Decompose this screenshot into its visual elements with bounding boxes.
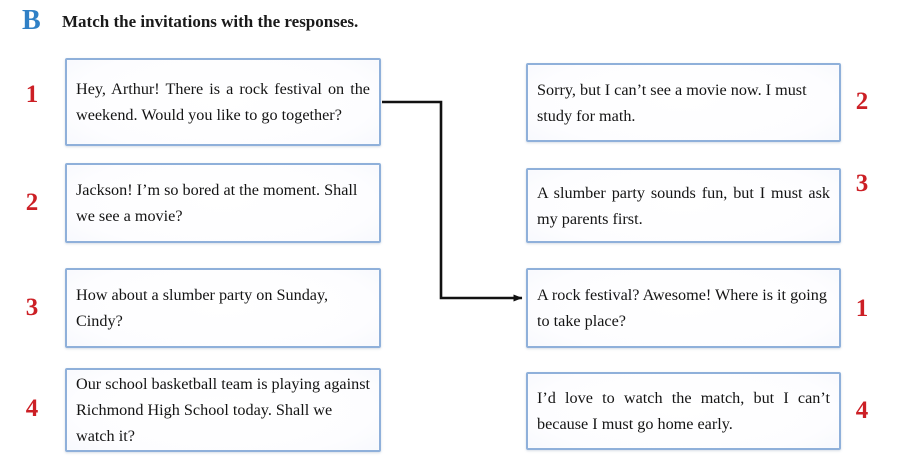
response-number-1: 2 (855, 88, 869, 115)
invitation-number-1: 1 (25, 81, 39, 108)
response-card-1-text: Sorry, but I can’t see a movie now. I mu… (537, 80, 807, 125)
invitation-card-4-text: Our school basketball team is playing ag… (76, 375, 371, 445)
response-card-4[interactable]: I’d love to watch the match, but I can’t… (526, 372, 841, 450)
invitation-card-3-text: How about a slumber party on Sunday, Cin… (76, 286, 329, 330)
response-card-2-text: A slumber party sounds fun, but I must a… (537, 183, 830, 228)
invitation-card-1-text: Hey, Arthur! There is a rock festival on… (76, 80, 370, 124)
invitation-card-3[interactable]: How about a slumber party on Sunday, Cin… (65, 268, 381, 348)
response-number-3: 1 (855, 295, 869, 322)
invitation-card-1[interactable]: Hey, Arthur! There is a rock festival on… (65, 58, 381, 146)
response-card-4-text: I’d love to watch the match, but I can’t… (537, 389, 830, 433)
response-number-4: 4 (855, 397, 869, 424)
invitation-card-2-text: Jackson! I’m so bored at the moment. Sha… (76, 181, 358, 225)
response-card-1[interactable]: Sorry, but I can’t see a movie now. I mu… (526, 63, 841, 142)
invitation-card-4[interactable]: Our school basketball team is playing ag… (65, 368, 381, 452)
invitation-card-2[interactable]: Jackson! I’m so bored at the moment. Sha… (65, 163, 381, 243)
connector-path-1 (382, 100, 523, 302)
response-card-3[interactable]: A rock festival? Awesome! Where is it go… (526, 268, 841, 348)
invitation-number-4: 4 (25, 395, 39, 422)
response-card-2[interactable]: A slumber party sounds fun, but I must a… (526, 168, 841, 243)
section-letter: B (22, 5, 41, 36)
response-card-3-text: A rock festival? Awesome! Where is it go… (537, 286, 827, 330)
invitation-number-3: 3 (25, 294, 39, 321)
invitation-number-2: 2 (25, 189, 39, 216)
response-number-2: 3 (855, 170, 869, 197)
instruction-text: Match the invitations with the responses… (62, 12, 359, 31)
worksheet-header: B Match the invitations with the respons… (0, 0, 897, 46)
